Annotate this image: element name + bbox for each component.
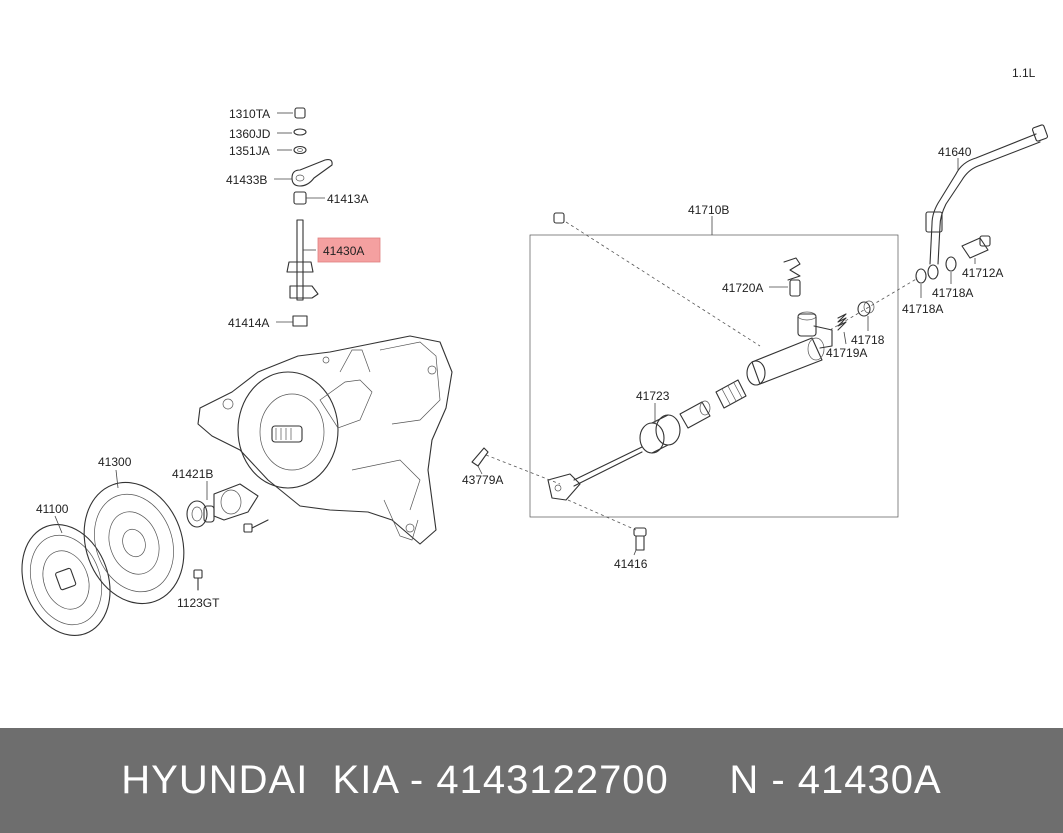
washer-part <box>945 256 957 272</box>
shift-lever-part <box>291 159 333 187</box>
washer-part <box>915 268 927 284</box>
washer-part <box>293 145 307 155</box>
clip-part <box>471 447 489 467</box>
washer-part <box>293 128 307 136</box>
release-bearing-part <box>186 481 259 528</box>
clutch-disc-part <box>21 515 111 637</box>
part-label-41300: 41300 <box>98 455 132 469</box>
highlight-box <box>317 237 381 263</box>
part-label-1351JA: 1351JA <box>229 144 270 158</box>
parts-diagram: 1.1L <box>21 66 1049 637</box>
part-label-1310TA: 1310TA <box>229 107 270 121</box>
part-label-41100: 41100 <box>36 502 69 516</box>
pressure-plate-part <box>83 469 185 605</box>
push-rod-part <box>547 446 643 501</box>
version-label: 1.1L <box>1012 66 1036 80</box>
part-label-41430A: 41430A <box>323 244 364 258</box>
part-label-41414A: 41414A <box>228 316 269 330</box>
bolt-part <box>243 523 253 533</box>
seat-part <box>857 300 875 331</box>
washer-part <box>927 264 939 280</box>
bolt-part <box>193 569 203 579</box>
footer-banner: HYUNDAI KIA - 4143122700 N - 41430A <box>0 728 1063 833</box>
part-label-41710B: 41710B <box>688 203 729 217</box>
part-label-41416: 41416 <box>614 557 648 571</box>
bushing-part <box>292 315 308 327</box>
shift-shaft-parts <box>274 107 333 327</box>
piston-cup-part <box>639 403 681 454</box>
shift-shaft-part <box>296 219 304 301</box>
spring-part <box>837 313 847 345</box>
part-label-41718: 41718 <box>851 333 885 347</box>
part-label-41719A: 41719A <box>826 346 867 360</box>
part-number-caption: HYUNDAI KIA - 4143122700 N - 41430A <box>121 758 942 802</box>
part-label-1360JD: 1360JD <box>229 127 271 141</box>
part-label-43779A: 43779A <box>462 473 503 487</box>
piston-part <box>679 400 711 429</box>
bleeder-part <box>769 257 801 297</box>
bushing-part <box>293 191 307 205</box>
part-label-41720A: 41720A <box>722 281 763 295</box>
part-label-41718A: 41718A <box>932 286 973 300</box>
part-label-41723: 41723 <box>636 389 670 403</box>
part-label-41413A: 41413A <box>327 192 368 206</box>
bolt-part <box>553 212 565 224</box>
pin-part <box>633 527 647 556</box>
transaxle-housing <box>197 335 453 545</box>
part-label-41640: 41640 <box>938 145 972 159</box>
part-label-41433B: 41433B <box>226 173 267 187</box>
part-label-1123GT: 1123GT <box>177 596 220 610</box>
release-cylinder-box <box>529 234 899 518</box>
boot-part <box>715 379 747 409</box>
part-label-41421B: 41421B <box>172 467 213 481</box>
release-cylinder-part <box>746 311 833 386</box>
union-bolt-part <box>961 235 991 264</box>
part-label-41712A: 41712A <box>962 266 1003 280</box>
nut-part <box>294 107 306 119</box>
hose-part <box>925 124 1049 265</box>
part-label-41718A: 41718A <box>902 302 943 316</box>
